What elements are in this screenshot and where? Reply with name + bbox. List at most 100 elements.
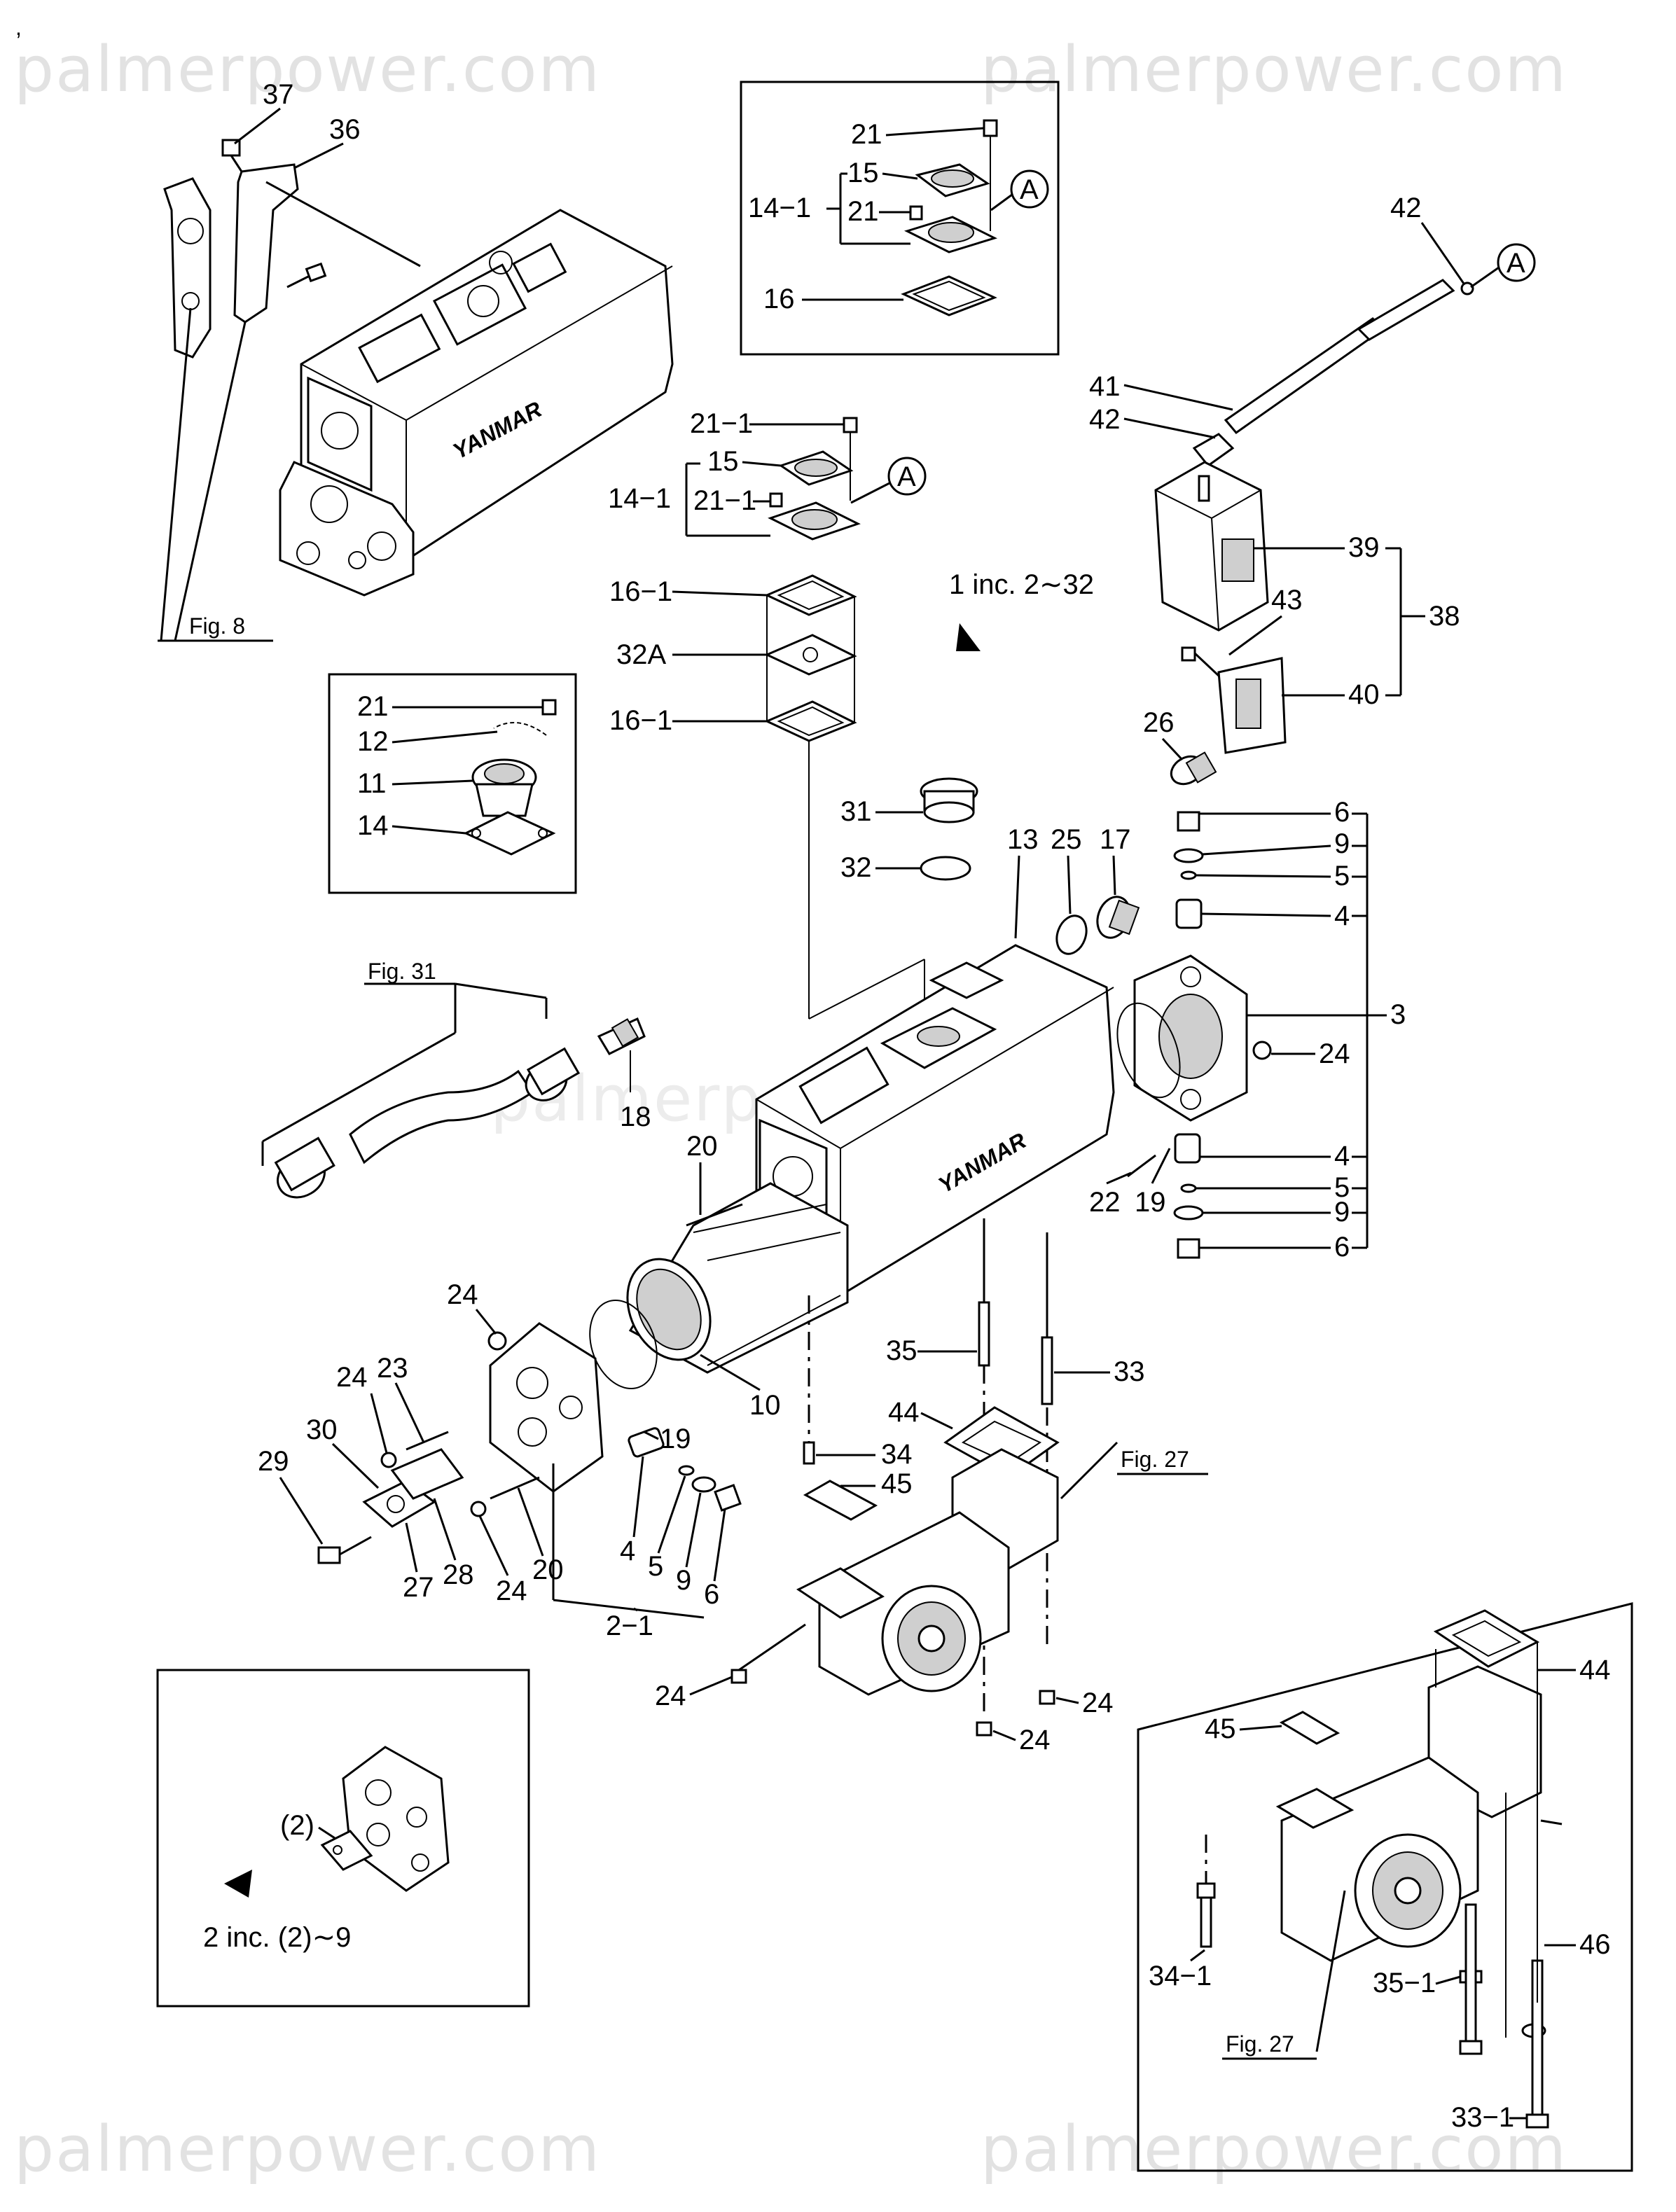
hose-assembly [274,1017,646,1199]
callout-38: 38 [1429,601,1460,632]
callout-22: 22 [1089,1187,1121,1218]
ref-A-top-right: A [1507,248,1525,279]
inset-callout-14-1: 14−1 [748,193,811,223]
callout-17: 17 [1100,824,1131,855]
fig8-ref: Fig. 8 [189,613,245,639]
callout-27: 27 [403,1572,434,1603]
assembly-arrow-2 [224,1870,252,1898]
assembly-note-1: 1 inc. 2∼32 [949,569,1094,600]
assembly-arrow-1 [956,623,981,651]
callout-16-1a: 16−1 [609,576,672,607]
callout-20b: 20 [532,1554,564,1585]
callout-4: 4 [620,1536,635,1566]
right-callout-6b: 6 [1334,1232,1350,1262]
callout-15: 15 [707,446,739,477]
callout-24b: 24 [336,1362,368,1393]
inset-pump-callout-34-1: 34−1 [1149,1961,1212,1991]
right-callout-4a: 4 [1334,900,1350,931]
callout-39: 39 [1348,532,1380,563]
callout-24e: 24 [1019,1725,1051,1755]
callout-21-1: 21−1 [690,408,753,439]
right-callout-9b: 9 [1334,1197,1350,1227]
inset-callout-21b: 21 [847,196,879,227]
callout-21-1b: 21−1 [693,485,756,516]
tank-assembly [1154,279,1474,754]
inset-ref-circle-A [1010,169,1049,209]
inset-box-cover-2 [156,1669,530,2008]
ref-circle-A-top-right [1497,243,1536,282]
callout-24d: 24 [655,1681,686,1711]
callout-44: 44 [888,1397,920,1428]
callout-2-1: 2−1 [606,1611,653,1641]
callout-24c: 24 [496,1575,527,1606]
watermark-bottom-left: palmerpower.com [14,2113,601,2186]
watermark-bottom-right: palmerpower.com [981,2113,1567,2186]
inset-callout-21: 21 [851,119,882,150]
callout-20: 20 [686,1131,718,1162]
callout-14-1: 14−1 [608,483,671,514]
right-callout-4b: 4 [1334,1141,1350,1171]
callout-32A: 32A [616,639,666,670]
cap-callout-12: 12 [357,726,389,757]
inset-cap-parts [901,119,998,317]
callout-32: 32 [840,852,872,883]
callout-5: 5 [648,1551,663,1582]
callout-24f: 24 [1082,1688,1114,1718]
callout-29: 29 [258,1446,289,1477]
watermark-top-left: palmerpower.com [14,33,601,106]
inset-pump-callout-44: 44 [1579,1655,1611,1685]
inset-cover-2-parts [320,1746,450,1892]
callout-13: 13 [1007,824,1039,855]
ref-circle-A-mid [887,457,927,496]
callout-19b: 19 [660,1424,691,1454]
inset-callout-2: (2) [280,1810,314,1841]
callout-41: 41 [1089,371,1121,402]
cap-callout-21: 21 [357,691,389,722]
callout-43: 43 [1271,585,1303,615]
fig27-ref-top: Fig. 27 [1121,1447,1189,1472]
callout-19: 19 [1135,1187,1166,1218]
corner-mark: , [15,15,22,40]
inset-pump-callout-45: 45 [1205,1713,1236,1744]
fig8-assembly: YANMAR [158,139,674,642]
right-callout-6a: 6 [1334,797,1350,828]
right-callout-3: 3 [1390,999,1406,1030]
callout-23: 23 [377,1353,408,1384]
inset-box-cap [740,81,1060,356]
pump-connection [730,1218,1119,1737]
cap-callout-11: 11 [357,768,387,799]
filler-cap-parts [463,699,557,856]
top-stack-parts [764,417,925,1020]
callout-9: 9 [676,1565,691,1596]
inset-pump-callout-35-1: 35−1 [1373,1968,1436,1998]
inset-box-filler [328,673,577,894]
ref-A-mid: A [897,461,916,492]
callout-18: 18 [620,1101,651,1132]
callout-10: 10 [749,1390,781,1421]
right-callout-5a: 5 [1334,861,1350,891]
callout-25: 25 [1051,824,1082,855]
inset-pump-parts [1196,1609,1563,2129]
inset-ref-A: A [1020,174,1039,205]
callout-40: 40 [1348,679,1380,710]
callout-16-1b: 16−1 [609,705,672,736]
callout-26: 26 [1143,707,1175,738]
callout-42b: 42 [1089,404,1121,435]
inset-pump-fig27-ref: Fig. 27 [1226,2031,1294,2057]
cap-callout-14: 14 [357,810,389,841]
right-callout-9a: 9 [1334,828,1350,859]
callout-37: 37 [263,79,294,110]
left-cover-assembly [317,1300,742,1564]
inset-callout-16: 16 [763,284,795,314]
callout-6: 6 [704,1579,719,1610]
callout-35: 35 [886,1335,917,1366]
callout-33: 33 [1114,1356,1145,1387]
main-cooler: YANMAR [626,777,1140,1374]
inset-pump-callout-46: 46 [1579,1929,1611,1960]
right-cover [1116,751,1272,1259]
callout-36: 36 [329,114,361,145]
callout-24b-top: 24 [447,1279,478,1310]
callout-34: 34 [881,1439,913,1470]
watermark-top-right: palmerpower.com [981,33,1567,106]
